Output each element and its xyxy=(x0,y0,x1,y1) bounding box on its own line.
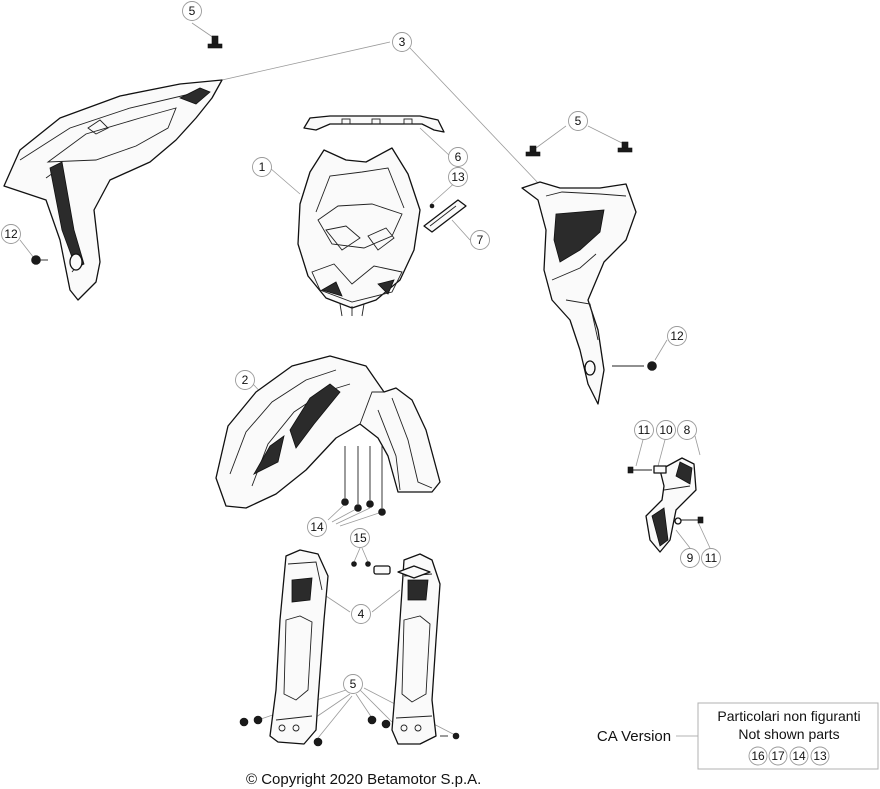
callout-15: 15 xyxy=(350,528,370,548)
svg-text:3: 3 xyxy=(399,35,406,49)
svg-text:13: 13 xyxy=(813,749,827,763)
bolt-5-top xyxy=(207,35,223,49)
svg-text:13: 13 xyxy=(451,170,465,184)
screw-13 xyxy=(429,203,435,209)
callout-11-bottom: 11 xyxy=(701,548,721,568)
callout-14: 14 xyxy=(307,517,327,537)
callout-11-top: 11 xyxy=(634,420,654,440)
callout-7: 7 xyxy=(470,230,490,250)
svg-text:5: 5 xyxy=(350,677,357,691)
bolt-12-left xyxy=(31,255,48,265)
svg-text:16: 16 xyxy=(751,749,765,763)
callout-6: 6 xyxy=(448,147,468,167)
svg-text:9: 9 xyxy=(687,551,694,565)
svg-text:6: 6 xyxy=(455,150,462,164)
washer-9 xyxy=(674,517,682,525)
bracket-8 xyxy=(645,457,697,553)
svg-text:8: 8 xyxy=(684,423,691,437)
svg-text:5: 5 xyxy=(575,114,582,128)
bolt-5-right-a xyxy=(525,145,541,157)
callout-5-right: 5 xyxy=(568,111,588,131)
callout-12-right: 12 xyxy=(667,326,687,346)
svg-text:1: 1 xyxy=(259,160,266,174)
radiator-shroud-right xyxy=(521,181,637,405)
callout-12-left: 12 xyxy=(1,224,21,244)
fender-screws-14 xyxy=(341,446,386,516)
not-shown-item-13: 13 xyxy=(810,746,830,766)
bolt-11-bottom xyxy=(680,516,704,524)
svg-text:12: 12 xyxy=(670,329,684,343)
headlight-bracket xyxy=(303,115,445,133)
svg-text:12: 12 xyxy=(4,227,18,241)
callout-5-bottom: 5 xyxy=(343,674,363,694)
headlight-mask xyxy=(297,147,421,317)
spacer-10 xyxy=(653,465,667,474)
not-shown-title-en: Not shown parts xyxy=(738,726,839,742)
radiator-shroud-left xyxy=(3,79,223,301)
svg-text:10: 10 xyxy=(659,423,673,437)
fork-guard-left xyxy=(269,549,329,745)
callout-10: 10 xyxy=(656,420,676,440)
svg-text:14: 14 xyxy=(792,749,806,763)
callout-13: 13 xyxy=(448,167,468,187)
bolt-5-right-b xyxy=(617,141,633,153)
ca-version-label: CA Version xyxy=(597,728,671,745)
callout-5-top: 5 xyxy=(182,1,202,21)
not-shown-item-16: 16 xyxy=(748,746,768,766)
not-shown-item-14: 14 xyxy=(789,746,809,766)
not-shown-item-17: 17 xyxy=(768,746,788,766)
svg-text:2: 2 xyxy=(242,373,249,387)
callout-1: 1 xyxy=(252,157,272,177)
callout-4: 4 xyxy=(351,604,371,624)
svg-text:4: 4 xyxy=(358,607,365,621)
fork-guard-right xyxy=(391,553,441,745)
svg-text:17: 17 xyxy=(771,749,785,763)
callout-9: 9 xyxy=(680,548,700,568)
not-shown-title-it: Particolari non figuranti xyxy=(717,708,860,724)
screws-15 xyxy=(351,561,391,575)
svg-text:14: 14 xyxy=(310,520,324,534)
number-plate-sticker xyxy=(423,199,467,233)
callout-3: 3 xyxy=(392,32,412,52)
not-shown-parts-box xyxy=(697,702,879,770)
bolt-12-right xyxy=(612,361,657,371)
svg-text:15: 15 xyxy=(353,531,367,545)
svg-text:7: 7 xyxy=(477,233,484,247)
front-fender xyxy=(215,355,441,509)
copyright-text: © Copyright 2020 Betamotor S.p.A. xyxy=(246,771,481,788)
callout-8: 8 xyxy=(677,420,697,440)
svg-text:11: 11 xyxy=(638,423,651,437)
callout-2: 2 xyxy=(235,370,255,390)
svg-text:5: 5 xyxy=(189,4,196,18)
svg-text:11: 11 xyxy=(705,551,718,565)
bolt-11-top xyxy=(627,466,652,474)
fork-guard-screws xyxy=(239,715,460,747)
